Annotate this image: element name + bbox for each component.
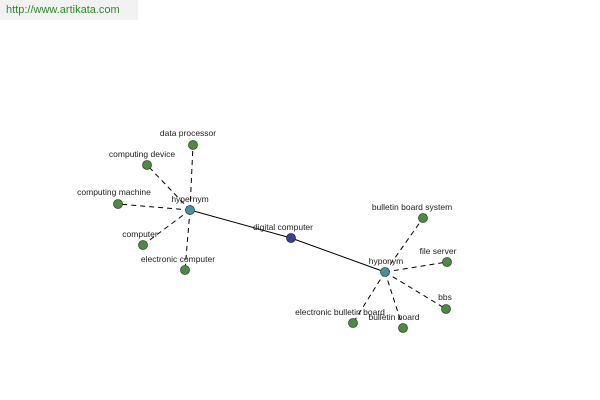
- leaf-label: bulletin board system: [372, 202, 452, 212]
- leaf-label: computer: [122, 229, 158, 239]
- leaf-label: computing machine: [77, 187, 151, 197]
- leaf-label: data processor: [160, 128, 216, 138]
- leaf-node[interactable]: [418, 213, 428, 223]
- graph-labels: data processor computing device computing …: [77, 128, 456, 322]
- leaf-node[interactable]: [348, 318, 358, 328]
- edge-hypernym-leaf: [184, 209, 191, 271]
- graph-edges: [117, 144, 448, 329]
- leaf-label: bbs: [438, 292, 452, 302]
- edge-hyponym-leaf: [384, 217, 424, 273]
- edge-hyponym-leaf: [352, 271, 386, 324]
- graph-nodes: [113, 140, 452, 333]
- leaf-node[interactable]: [180, 265, 190, 275]
- watermark-url: http://www.artikata.com: [0, 0, 138, 20]
- leaf-node[interactable]: [142, 160, 152, 170]
- edge-hyponym-leaf: [384, 271, 404, 329]
- leaf-label: file server: [420, 246, 457, 256]
- edge-center-hyponym: [290, 237, 386, 273]
- leaf-node[interactable]: [441, 304, 451, 314]
- edge-hypernym-leaf: [117, 203, 191, 211]
- leaf-node[interactable]: [188, 140, 198, 150]
- center-node[interactable]: [286, 233, 296, 243]
- edge-hyponym-leaf: [384, 271, 447, 310]
- leaf-node[interactable]: [113, 199, 123, 209]
- edge-center-hypernym: [189, 209, 292, 239]
- leaf-label: electronic computer: [141, 254, 215, 264]
- leaf-node[interactable]: [398, 323, 408, 333]
- leaf-node[interactable]: [442, 257, 452, 267]
- edge-hypernym-leaf: [146, 164, 191, 211]
- hub-label-hyponym: hyponym: [369, 256, 404, 266]
- leaf-label: computing device: [109, 149, 175, 159]
- center-label: digital computer: [253, 222, 313, 232]
- hub-label-hypernym: hypernym: [171, 194, 208, 204]
- leaf-node[interactable]: [138, 240, 148, 250]
- hub-node-hyponym[interactable]: [380, 267, 390, 277]
- edge-hypernym-leaf: [189, 144, 194, 211]
- hub-node-hypernym[interactable]: [185, 205, 195, 215]
- leaf-label: bulletin board: [368, 312, 419, 322]
- edge-hypernym-leaf: [142, 209, 191, 246]
- edge-hyponym-leaf: [384, 261, 448, 273]
- leaf-label: electronic bulletin board: [295, 307, 385, 317]
